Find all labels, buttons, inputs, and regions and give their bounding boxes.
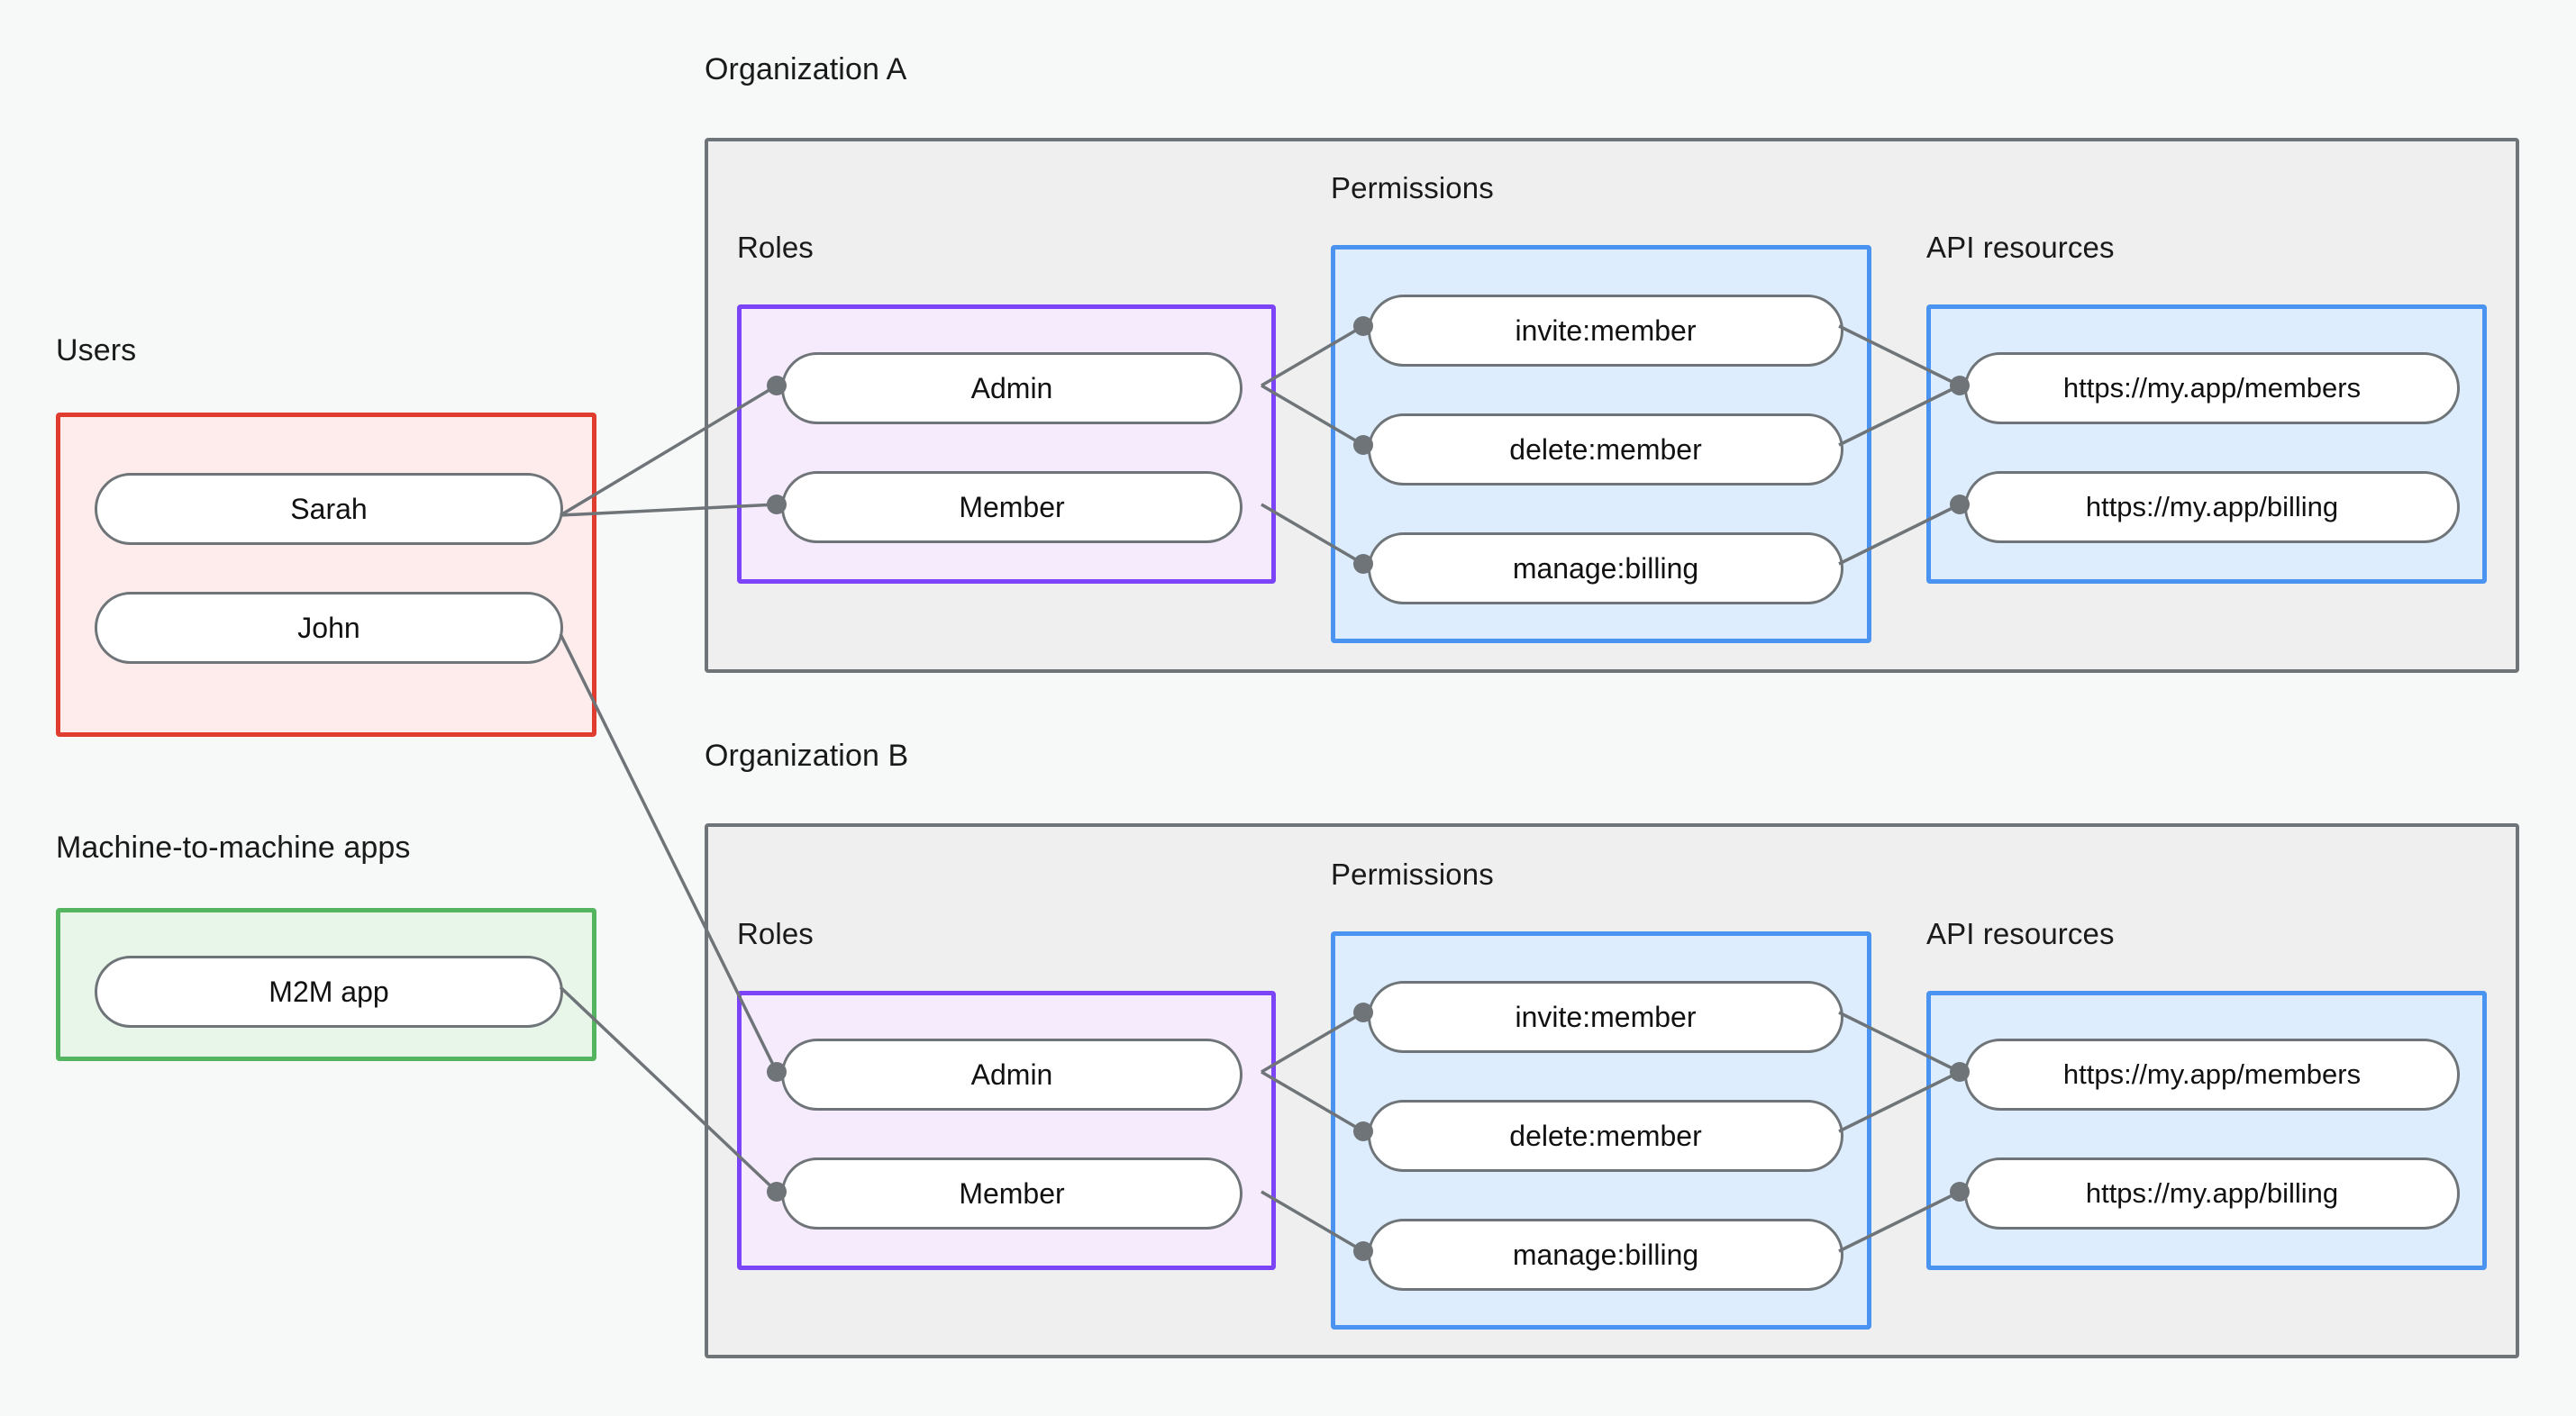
org-b-api-resource-members[interactable]: https://my.app/members xyxy=(1964,1039,2460,1111)
user-node-john[interactable]: John xyxy=(95,592,563,664)
m2m-box: M2M app xyxy=(56,908,596,1061)
org-a-api-resource-members[interactable]: https://my.app/members xyxy=(1964,352,2460,424)
org-b-roles-label: Roles xyxy=(737,917,814,950)
org-b-permissions-box: invite:member delete:member manage:billi… xyxy=(1331,931,1871,1330)
org-a-permissions-label: Permissions xyxy=(1331,171,1494,204)
org-b-roles-box: Admin Member xyxy=(737,991,1276,1270)
org-a-roles-box: Admin Member xyxy=(737,304,1276,584)
m2m-group-label: Machine-to-machine apps xyxy=(56,831,411,865)
org-b-permission-manage-billing[interactable]: manage:billing xyxy=(1368,1219,1843,1291)
org-a-role-admin[interactable]: Admin xyxy=(781,352,1242,424)
org-b-permission-invite-member[interactable]: invite:member xyxy=(1368,981,1843,1053)
org-a-api-resource-billing[interactable]: https://my.app/billing xyxy=(1964,471,2460,543)
org-b-role-member[interactable]: Member xyxy=(781,1157,1242,1230)
org-a-permission-delete-member[interactable]: delete:member xyxy=(1368,413,1843,486)
users-group-label: Users xyxy=(56,333,137,368)
org-a-permissions-box: invite:member delete:member manage:billi… xyxy=(1331,245,1871,643)
users-box: Sarah John xyxy=(56,413,596,737)
org-a-api-label: API resources xyxy=(1926,231,2115,264)
org-a-permission-invite-member[interactable]: invite:member xyxy=(1368,295,1843,367)
org-b-api-label: API resources xyxy=(1926,917,2115,950)
org-a-role-member[interactable]: Member xyxy=(781,471,1242,543)
user-node-sarah[interactable]: Sarah xyxy=(95,473,563,545)
org-a-title: Organization A xyxy=(705,52,907,86)
org-b-permission-delete-member[interactable]: delete:member xyxy=(1368,1100,1843,1172)
org-b-api-box: https://my.app/members https://my.app/bi… xyxy=(1926,991,2487,1270)
org-a-roles-label: Roles xyxy=(737,231,814,264)
m2m-node-app[interactable]: M2M app xyxy=(95,956,563,1028)
org-b-role-admin[interactable]: Admin xyxy=(781,1039,1242,1111)
org-a-api-box: https://my.app/members https://my.app/bi… xyxy=(1926,304,2487,584)
org-b-permissions-label: Permissions xyxy=(1331,858,1494,891)
org-a-permission-manage-billing[interactable]: manage:billing xyxy=(1368,532,1843,604)
org-b-api-resource-billing[interactable]: https://my.app/billing xyxy=(1964,1157,2460,1230)
org-b-title: Organization B xyxy=(705,739,909,773)
